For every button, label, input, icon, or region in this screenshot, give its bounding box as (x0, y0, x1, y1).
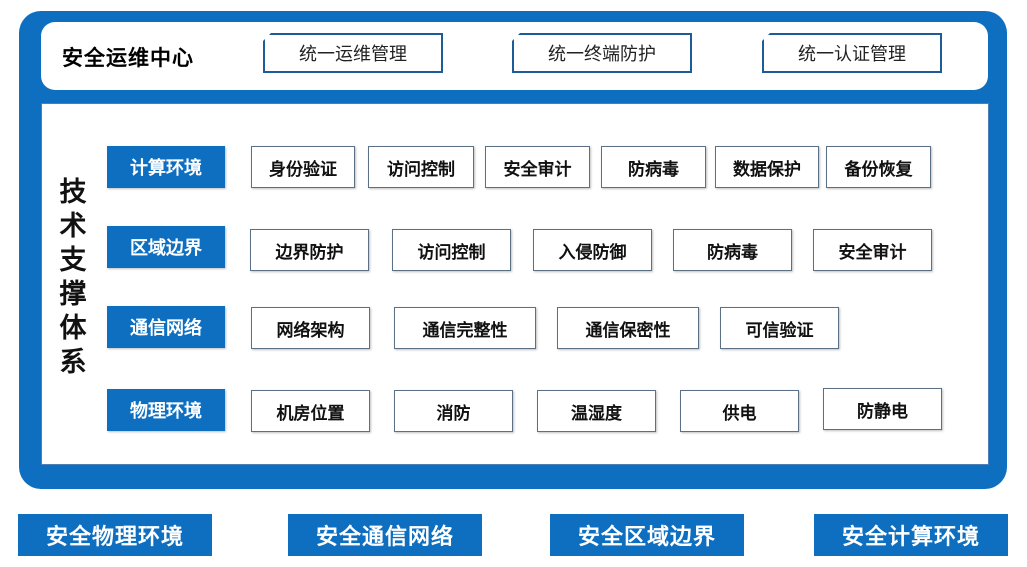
unified-ops-button[interactable]: 统一运维管理 (263, 33, 443, 73)
item-box[interactable]: 机房位置 (251, 390, 370, 432)
category-boundary[interactable]: 区域边界 (107, 226, 225, 268)
item-box[interactable]: 消防 (394, 390, 513, 432)
network-button[interactable]: 安全通信网络 (288, 514, 482, 556)
item-box[interactable]: 身份验证 (251, 146, 355, 188)
category-network[interactable]: 通信网络 (107, 306, 225, 348)
item-box[interactable]: 入侵防御 (533, 229, 652, 271)
page-title: 安全运维中心 (62, 46, 194, 70)
boundary-button[interactable]: 安全区域边界 (550, 514, 744, 556)
item-box[interactable]: 访问控制 (368, 146, 474, 188)
title-char: 支 (59, 245, 87, 276)
title-char: 系 (59, 347, 87, 378)
category-compute[interactable]: 计算环境 (107, 146, 225, 188)
title-char: 术 (59, 211, 87, 242)
item-box[interactable]: 边界防护 (250, 229, 369, 271)
item-box[interactable]: 数据保护 (715, 146, 819, 188)
item-box[interactable]: 访问控制 (392, 229, 511, 271)
item-box[interactable]: 安全审计 (485, 146, 590, 188)
category-physical[interactable]: 物理环境 (107, 389, 225, 431)
title-char: 体 (59, 313, 87, 344)
item-box[interactable]: 安全审计 (813, 229, 932, 271)
item-box[interactable]: 网络架构 (251, 307, 370, 349)
title-char: 技 (59, 177, 87, 208)
item-box[interactable]: 可信验证 (720, 307, 839, 349)
compute-env-button[interactable]: 安全计算环境 (814, 514, 1008, 556)
unified-auth-button[interactable]: 统一认证管理 (762, 33, 942, 73)
title-char: 撑 (59, 279, 87, 310)
item-box[interactable]: 防静电 (823, 388, 942, 430)
item-box[interactable]: 防病毒 (673, 229, 792, 271)
item-box[interactable]: 供电 (680, 390, 799, 432)
item-box[interactable]: 温湿度 (537, 390, 656, 432)
item-box[interactable]: 通信完整性 (394, 307, 536, 349)
item-box[interactable]: 通信保密性 (557, 307, 699, 349)
item-box[interactable]: 防病毒 (601, 146, 706, 188)
unified-endpoint-button[interactable]: 统一终端防护 (512, 33, 692, 73)
support-system-title: 技 术 支 撑 体 系 (55, 176, 91, 380)
item-box[interactable]: 备份恢复 (826, 146, 931, 188)
physical-env-button[interactable]: 安全物理环境 (18, 514, 212, 556)
